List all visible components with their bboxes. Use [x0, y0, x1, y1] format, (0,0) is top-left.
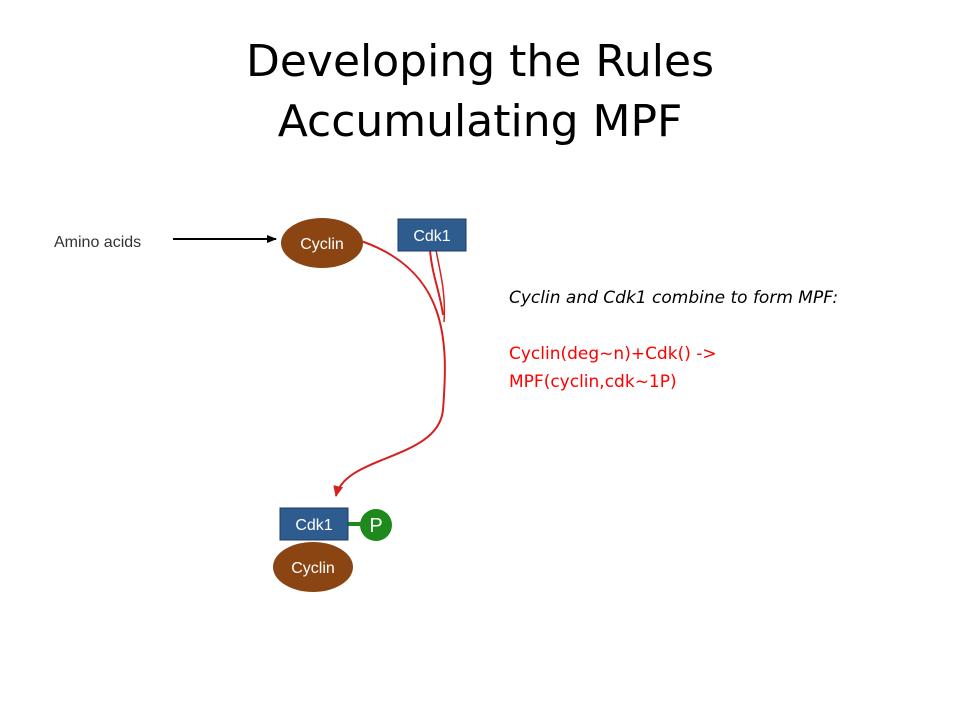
cdk1-product	[279, 507, 349, 541]
cdk1-product-label: Cdk1	[295, 517, 332, 534]
cyclin-reactant-label: Cyclin	[300, 236, 344, 253]
cyclin-reactant	[281, 218, 363, 268]
slide-title: Developing the Rules Accumulating MPF	[0, 32, 960, 152]
reaction-description: Cyclin and Cdk1 combine to form MPF:	[509, 288, 839, 308]
rule-line-2: MPF(cyclin,cdk~1P)	[509, 372, 677, 392]
cdk1-reactant	[397, 218, 467, 252]
cdk1-reactant-label: Cdk1	[413, 228, 450, 245]
cyclin-product-label: Cyclin	[291, 560, 335, 577]
phosphate-label: P	[369, 515, 382, 537]
reaction-rule: Cyclin(deg~n)+Cdk() -> MPF(cyclin,cdk~1P…	[509, 340, 869, 396]
cdk1-join-line	[429, 249, 444, 316]
title-line-2: Accumulating MPF	[277, 96, 683, 147]
amino-acids-label: Amino acids	[54, 234, 141, 251]
cyclin-product	[273, 542, 353, 592]
phosphate-group	[360, 509, 392, 541]
reaction-note: Cyclin and Cdk1 combine to form MPF: Cyc…	[509, 284, 869, 396]
cdk1-join-line-2	[435, 249, 446, 323]
reaction-arrow	[333, 239, 446, 497]
title-line-1: Developing the Rules	[245, 36, 715, 87]
rule-line-1: Cyclin(deg~n)+Cdk() ->	[509, 344, 717, 364]
